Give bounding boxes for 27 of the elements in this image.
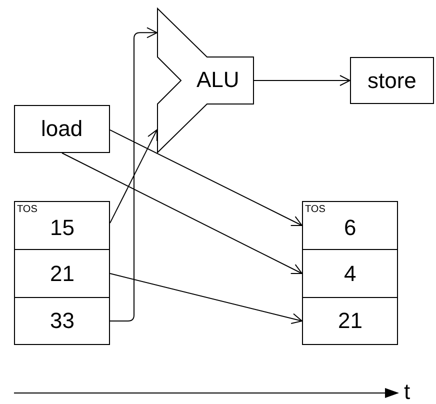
arrow <box>110 129 302 226</box>
value-text: 33 <box>50 309 74 333</box>
unit-label: ALU <box>196 68 240 92</box>
stack-pointer-label: TOS <box>305 204 326 215</box>
value-text: 4 <box>344 262 356 286</box>
process-box <box>14 105 110 153</box>
arrow <box>110 129 158 224</box>
arrow <box>110 273 302 324</box>
process-box <box>350 57 434 104</box>
alu-shape <box>157 8 254 153</box>
stack-cell <box>14 249 110 298</box>
arrow <box>62 152 302 274</box>
stack-pointer-label: TOS <box>17 204 38 215</box>
arrow <box>254 75 350 86</box>
value-text: 21 <box>338 309 362 333</box>
stack-cell <box>302 297 398 345</box>
stack-cell <box>14 201 110 250</box>
value-text: 6 <box>344 216 356 240</box>
value-text: 21 <box>50 262 74 286</box>
value-text: 15 <box>50 216 74 240</box>
operation-label: load <box>41 117 83 141</box>
arrow <box>110 27 158 322</box>
operation-label: store <box>368 68 416 92</box>
stack-cell <box>302 249 398 298</box>
axis-label: t <box>404 380 410 404</box>
stack-cell <box>302 201 398 250</box>
stack-cell <box>14 297 110 345</box>
